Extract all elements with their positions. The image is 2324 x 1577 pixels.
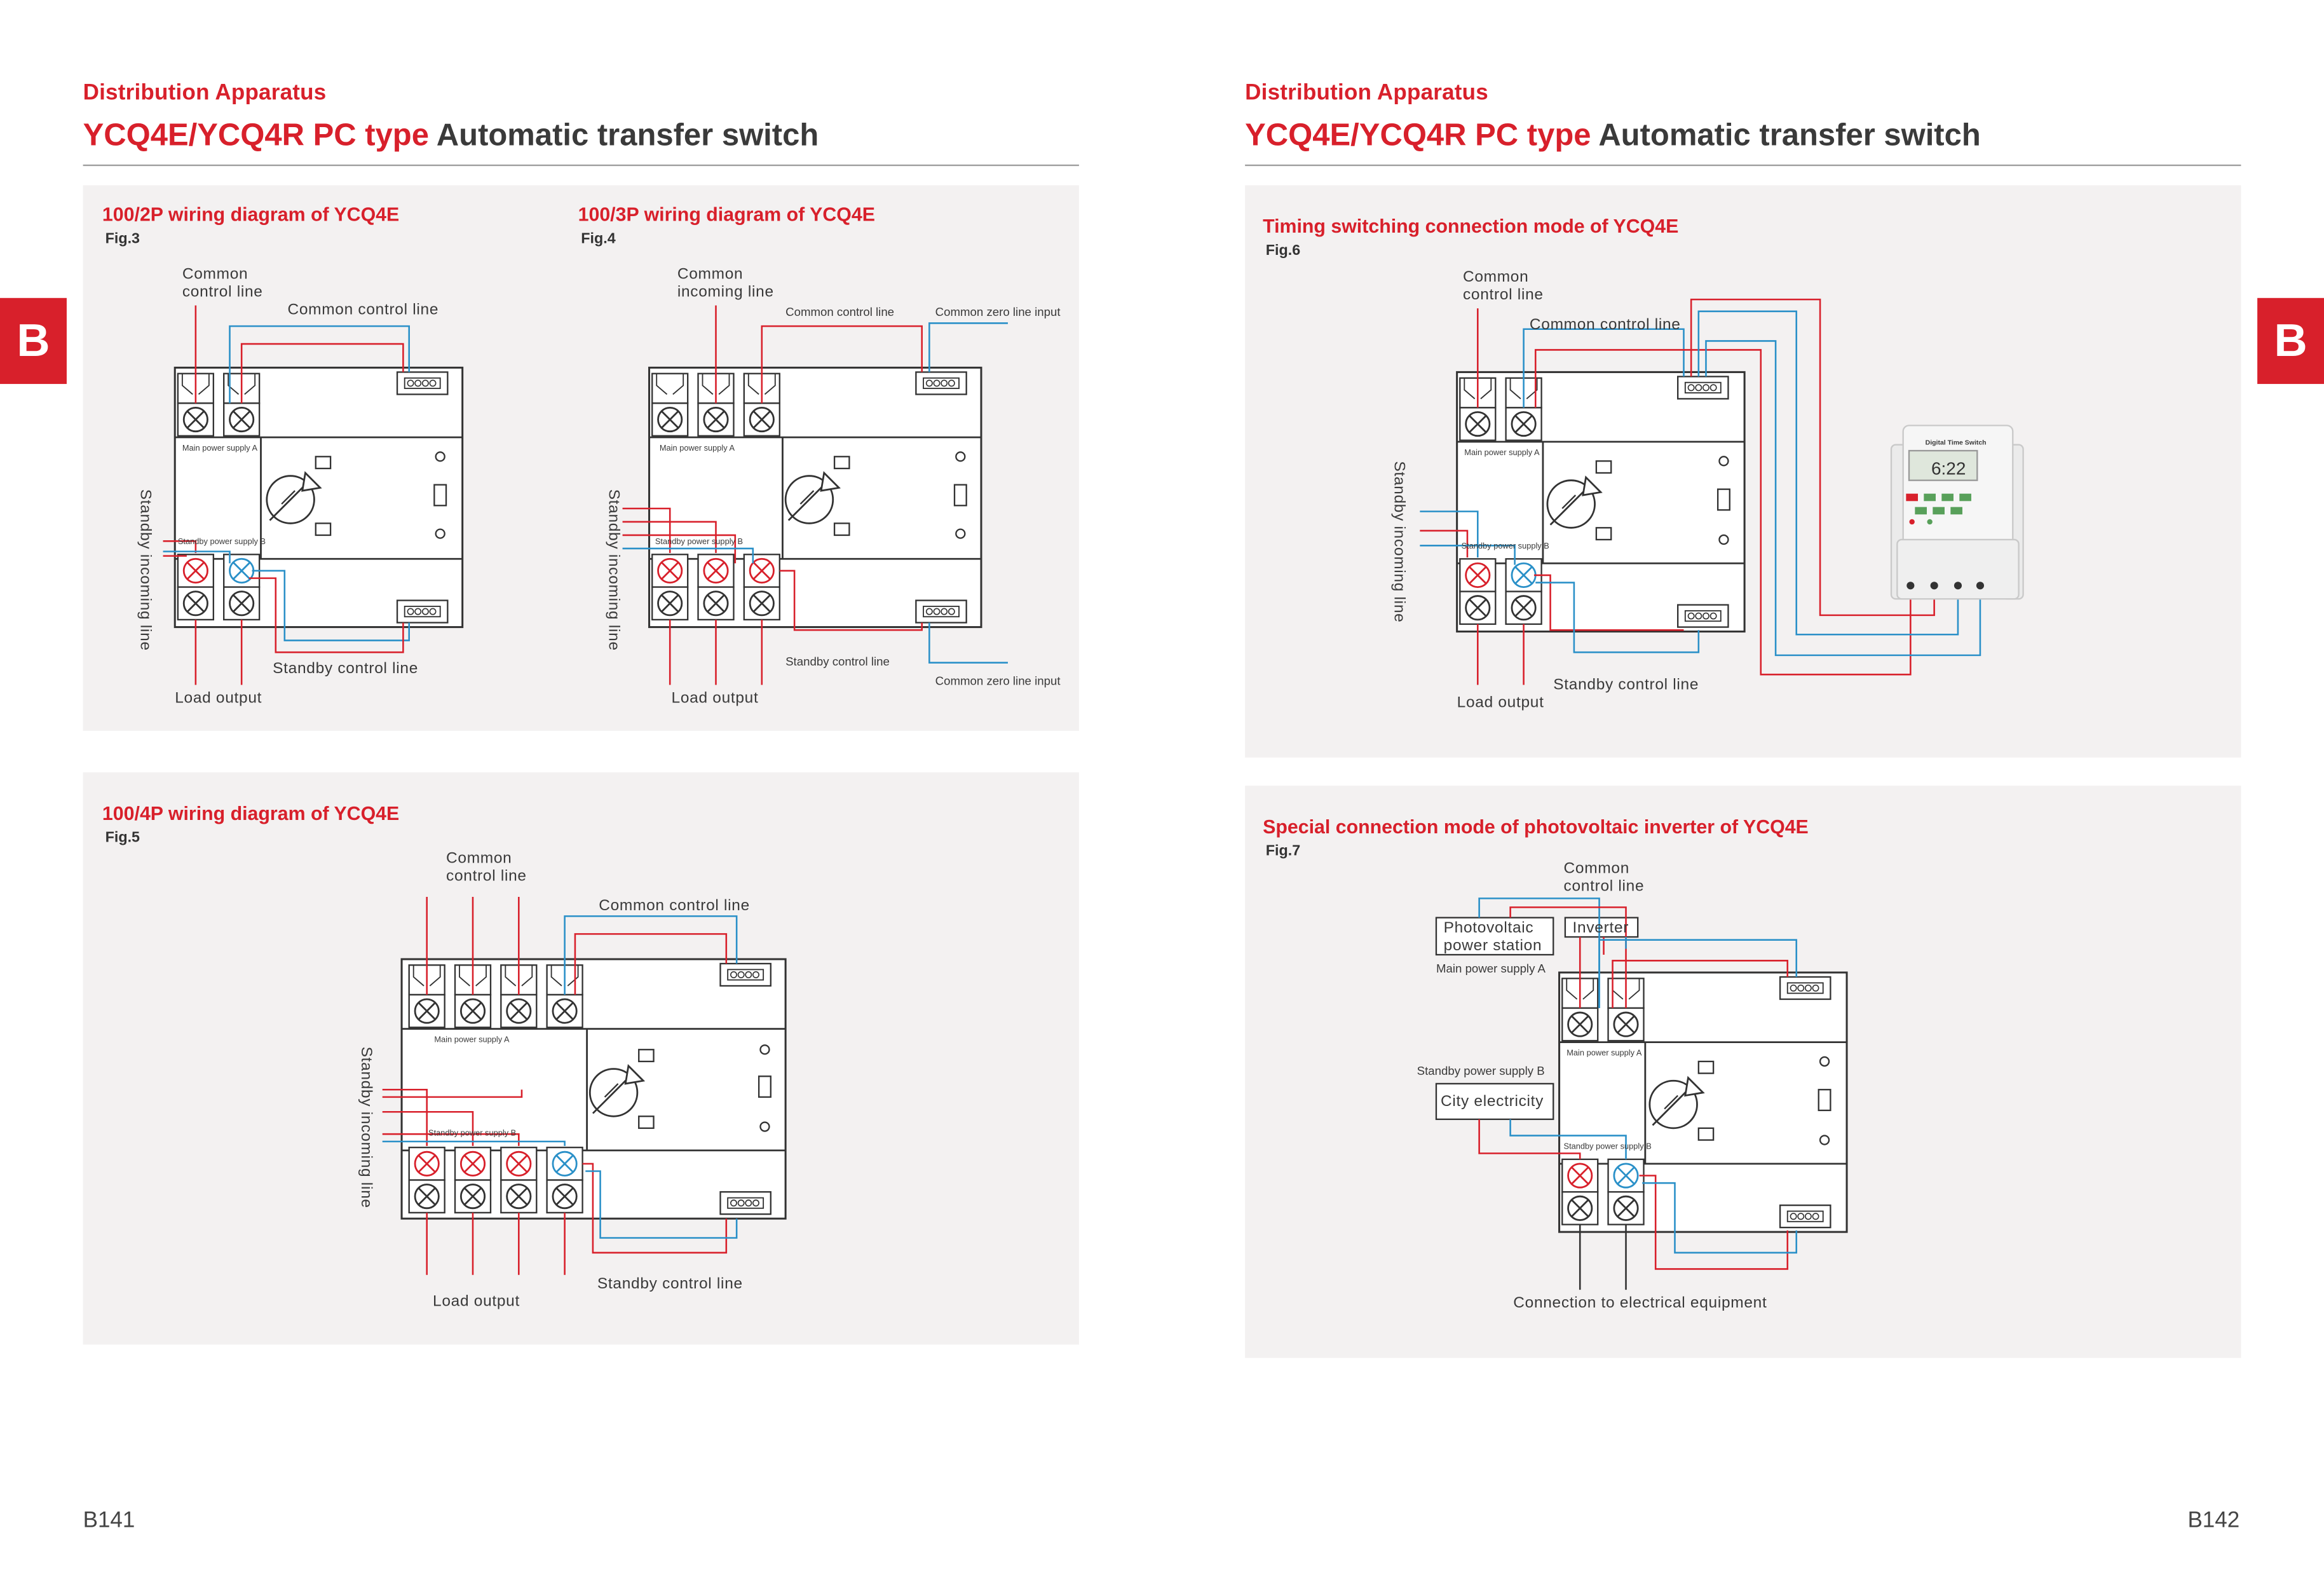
fig3-common-label: control line [182, 283, 263, 300]
fig4-label: Fig.4 [581, 231, 616, 248]
fig5-title: 100/4P wiring diagram of YCQ4E [102, 802, 400, 824]
fig4-common-label: incoming line [677, 283, 774, 300]
fig7-common-label: Common [1564, 860, 1629, 877]
fig6-label: Fig.6 [1265, 243, 1301, 260]
fig3-load-output-label: Load output [175, 690, 262, 707]
fig6-standby-incoming-label: Standby incoming line [1391, 461, 1408, 622]
fig3-main-supply-label: Main power supply A [182, 443, 258, 453]
timer-brand-label: Digital Time Switch [1926, 440, 1987, 447]
fig3-control-line-label: Common control line [287, 301, 438, 318]
fig6-common-label: control line [1463, 286, 1544, 303]
fig4-load-output-label: Load output [672, 690, 759, 707]
fig7-connection-label: Connection to electrical equipment [1513, 1294, 1767, 1311]
page-number: B141 [83, 1507, 135, 1533]
page-title: YCQ4E/YCQ4R PC type Automatic transfer s… [1245, 119, 1981, 154]
fig4-standby-control-label: Standby control line [785, 655, 890, 668]
fig3-standby-control-label: Standby control line [273, 660, 418, 677]
title-rule [83, 164, 1079, 167]
fig5-common-label: control line [446, 867, 527, 884]
fig7-pv-label: Photovoltaic [1444, 919, 1534, 936]
fig4-common-label: Common [677, 265, 743, 282]
title-product: Automatic transfer switch [1598, 118, 1981, 153]
title-rule [1245, 164, 2241, 167]
fig6-title: Timing switching connection mode of YCQ4… [1263, 215, 1679, 238]
fig6-diagram [1420, 298, 2024, 685]
fig7-standby-supply-label: Standby power supply B [1564, 1142, 1652, 1151]
section-tab: B [0, 297, 67, 385]
fig5-standby-control-label: Standby control line [597, 1275, 743, 1292]
fig5-standby-incoming-label: Standby incoming line [358, 1047, 375, 1208]
fig3-common-label: Common [182, 265, 248, 282]
fig4-main-supply-label: Main power supply A [660, 443, 735, 453]
section-tab: B [2257, 297, 2324, 385]
fig7-label: Fig.7 [1265, 843, 1301, 860]
fig5-control-line-label: Common control line [599, 897, 750, 914]
section-heading: Distribution Apparatus [1245, 79, 1488, 106]
title-model: YCQ4E/YCQ4R PC type [83, 118, 429, 153]
page-title: YCQ4E/YCQ4R PC type Automatic transfer s… [83, 119, 819, 154]
fig4-zero-line-label: Common zero line input [935, 305, 1061, 318]
timer-display: 6:22 [1931, 458, 1966, 478]
fig6-main-supply-label: Main power supply A [1464, 447, 1540, 457]
fig7-city-label: City electricity [1441, 1093, 1544, 1110]
fig7-pv-label: power station [1444, 937, 1542, 954]
fig5-diagram [382, 897, 787, 1275]
fig7-standby-supply-outer: Standby power supply B [1417, 1064, 1545, 1077]
page-number: B142 [2187, 1507, 2240, 1533]
fig5-load-output-label: Load output [433, 1293, 520, 1310]
fig7-inverter-label: Inverter [1573, 919, 1629, 936]
fig4-standby-incoming-label: Standby incoming line [606, 489, 623, 651]
fig6-load-output-label: Load output [1457, 694, 1544, 711]
fig4-control-line-label: Common control line [785, 305, 894, 318]
fig6-common-label: Common [1463, 268, 1528, 285]
fig7-main-supply-label: Main power supply A [1566, 1048, 1642, 1058]
fig3-standby-supply-label: Standby power supply B [178, 536, 266, 546]
fig7-diagram [1435, 898, 1848, 1290]
fig7-title: Special connection mode of photovoltaic … [1263, 815, 1809, 838]
fig3-title: 100/2P wiring diagram of YCQ4E [102, 203, 400, 226]
title-product: Automatic transfer switch [436, 118, 819, 153]
fig4-zero-line-label: Common zero line input [935, 674, 1061, 688]
fig3-label: Fig.3 [105, 231, 140, 248]
fig4-title: 100/3P wiring diagram of YCQ4E [578, 203, 875, 226]
fig7-main-supply-outer: Main power supply A [1436, 962, 1546, 975]
fig6-control-line-label: Common control line [1530, 316, 1681, 333]
fig3-standby-incoming-label: Standby incoming line [137, 489, 154, 651]
digital-time-switch [1890, 425, 2024, 600]
fig4-diagram [622, 305, 1008, 685]
fig4-standby-supply-label: Standby power supply B [655, 536, 743, 546]
fig5-common-label: Common [446, 849, 512, 866]
fig6-standby-control-label: Standby control line [1553, 676, 1699, 693]
fig5-main-supply-label: Main power supply A [434, 1035, 510, 1044]
fig5-label: Fig.5 [105, 830, 140, 847]
section-heading: Distribution Apparatus [83, 79, 327, 106]
title-model: YCQ4E/YCQ4R PC type [1245, 118, 1591, 153]
fig3-diagram [163, 305, 464, 685]
fig5-standby-supply-label: Standby power supply B [428, 1128, 516, 1138]
fig7-common-label: control line [1564, 878, 1645, 895]
fig6-standby-supply-label: Standby power supply B [1462, 541, 1549, 550]
